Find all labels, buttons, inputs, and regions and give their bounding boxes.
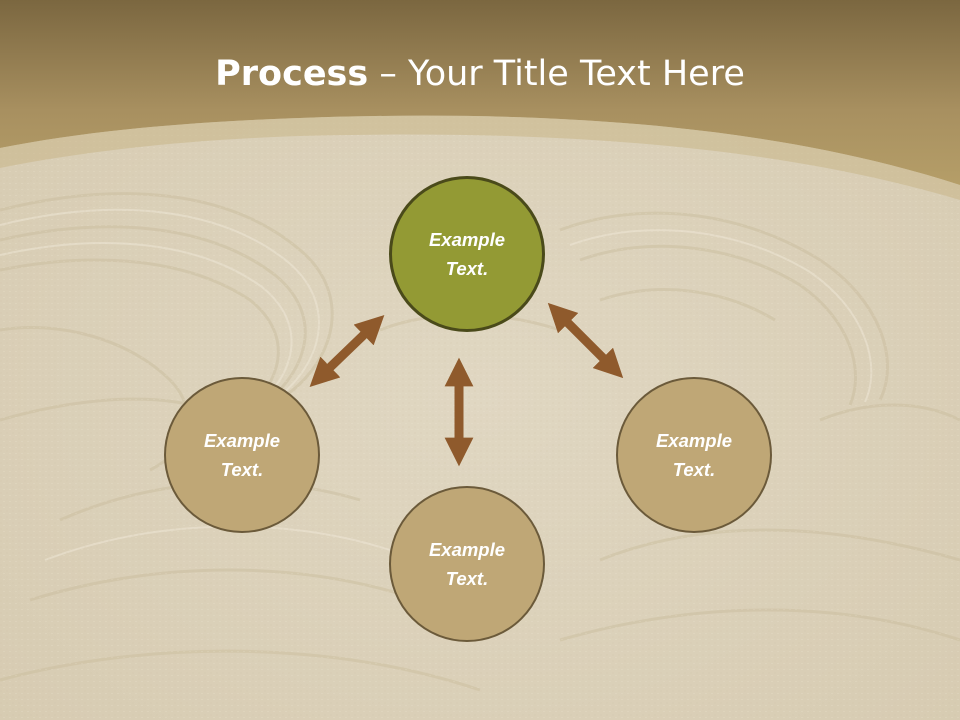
node-right: Example Text. — [616, 377, 772, 533]
slide-title: Process – Your Title Text Here — [0, 52, 960, 96]
title-rest: – Your Title Text Here — [368, 54, 745, 94]
header-band — [0, 0, 960, 185]
node-center: Example Text. — [389, 176, 545, 332]
node-bottom-label: Example Text. — [428, 539, 506, 589]
node-left: Example Text. — [164, 377, 320, 533]
node-right-label: Example Text. — [655, 430, 733, 480]
node-left-label: Example Text. — [203, 430, 281, 480]
header-wave — [0, 115, 960, 200]
node-center-label: Example Text. — [428, 229, 506, 279]
node-bottom: Example Text. — [389, 486, 545, 642]
title-bold: Process — [215, 54, 369, 94]
